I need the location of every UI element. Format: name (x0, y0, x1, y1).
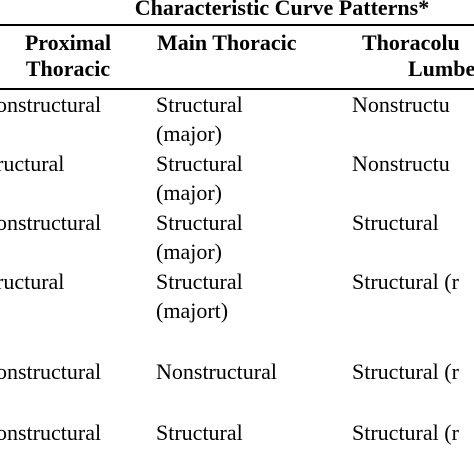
table-cell: onstructural (0, 357, 101, 386)
header-line: Lumbe (408, 56, 474, 81)
header-line: Thoracolu (362, 30, 460, 55)
table-cell: Structural (r (352, 357, 459, 386)
cell-line: Nonstructu (352, 92, 450, 117)
table-cell: Structural (r (352, 418, 459, 447)
cell-line: Structural (r (352, 359, 459, 384)
table-cell: Nonstructural (156, 357, 277, 386)
cell-line: Structural (156, 269, 243, 294)
cell-line: Structural (r (352, 420, 459, 445)
cell-line: ructural (0, 151, 65, 176)
table-header-rule (0, 88, 474, 90)
cell-line: onstructural (0, 359, 102, 384)
cell-line: Structural (156, 420, 243, 445)
cell-line: Structural (352, 210, 439, 235)
cell-line: onstructural (0, 210, 102, 235)
header-proximal-thoracic: Proximal Thoracic (8, 30, 128, 82)
table-cell: Structural (156, 418, 243, 447)
table-cell: onstructural (0, 208, 101, 237)
table-top-rule (0, 24, 474, 26)
cell-line: onstructural (0, 420, 102, 445)
table-cell: Structural (major) (156, 149, 243, 207)
cell-line: (major) (156, 121, 222, 146)
table-cell: onstructural (0, 418, 101, 447)
table-cell: Structural (major) (156, 208, 243, 266)
cell-line: ructural (0, 269, 65, 294)
cell-line: Structural (r (352, 269, 459, 294)
table-caption: Characteristic Curve Patterns* (134, 0, 430, 20)
cell-line: Nonstructural (156, 359, 277, 384)
table-cell: Structural (r (352, 267, 459, 296)
cell-line: Structural (156, 151, 243, 176)
table-cell: ructural (0, 267, 64, 296)
cell-line: (major) (156, 239, 222, 264)
table-cell: onstructural (0, 90, 101, 119)
header-line: Thoracic (25, 56, 111, 81)
table-cell: Structural (majort) (156, 267, 243, 325)
header-main-thoracic: Main Thoracic (157, 30, 297, 56)
cell-line: Structural (156, 210, 243, 235)
cell-line: (majort) (156, 298, 229, 323)
cell-line: Nonstructu (352, 151, 450, 176)
table-cell: Nonstructu (352, 90, 450, 119)
table-cell: Nonstructu (352, 149, 450, 178)
table-cell: Structural (352, 208, 439, 237)
cell-line: onstructural (0, 92, 102, 117)
header-thoracolumbar: Thoracolu Lumbe (362, 30, 474, 82)
table-cell: ructural (0, 149, 64, 178)
cell-line: (major) (156, 180, 222, 205)
table-cell: Structural (major) (156, 90, 243, 148)
header-line: Main Thoracic (157, 30, 297, 55)
header-line: Proximal (24, 30, 112, 55)
cell-line: Structural (156, 92, 243, 117)
